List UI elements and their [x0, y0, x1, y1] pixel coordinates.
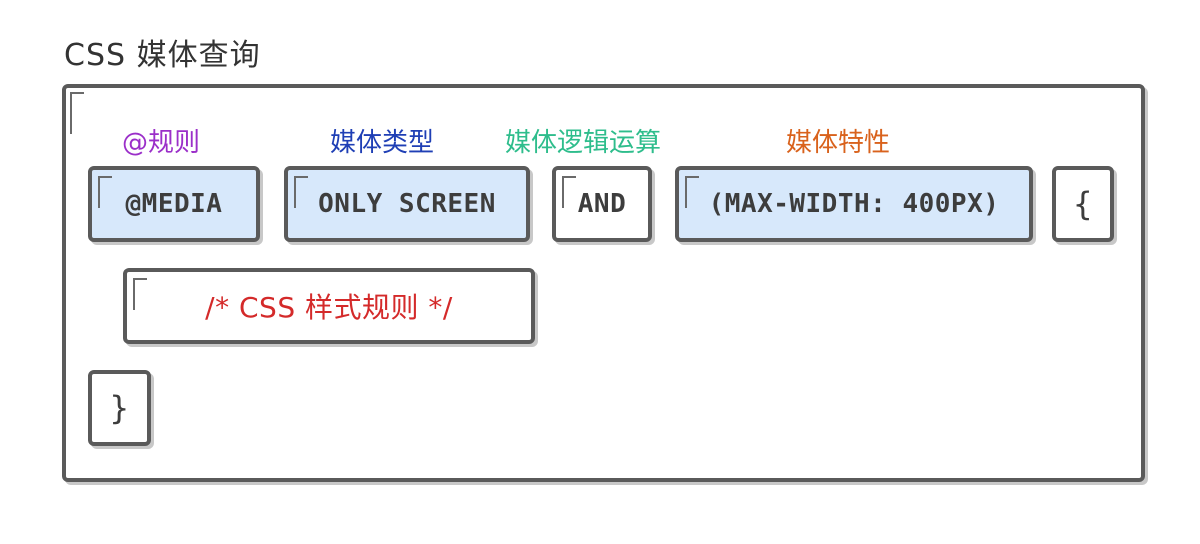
token-only-screen: ONLY SCREEN — [284, 166, 530, 242]
frame-corner-mark — [70, 92, 84, 134]
token-media: @MEDIA — [88, 166, 260, 242]
token-max-width-text: (MAX-WIDTH: 400PX) — [708, 189, 1000, 219]
token-close-brace: } — [88, 370, 151, 446]
token-corner-mark — [294, 176, 308, 208]
token-only-screen-text: ONLY SCREEN — [318, 189, 496, 219]
token-comment-text: /* CSS 样式规则 */ — [205, 291, 453, 324]
token-close-brace-text: } — [109, 389, 130, 427]
token-comment: /* CSS 样式规则 */ — [123, 268, 535, 344]
token-corner-mark — [562, 176, 576, 208]
label-logic-operator: 媒体逻辑运算 — [505, 128, 662, 158]
token-and: AND — [552, 166, 652, 242]
diagram-title: CSS 媒体查询 — [64, 38, 261, 73]
token-corner-mark — [98, 176, 112, 208]
token-and-text: AND — [577, 189, 627, 219]
label-media-type: 媒体类型 — [330, 128, 435, 158]
token-corner-mark — [685, 176, 699, 208]
token-corner-mark — [133, 278, 147, 310]
token-open-brace-text: { — [1073, 185, 1093, 223]
label-media-feature: 媒体特性 — [786, 128, 891, 158]
token-media-text: @MEDIA — [125, 189, 223, 219]
token-max-width: (MAX-WIDTH: 400PX) — [675, 166, 1033, 242]
token-open-brace: { — [1052, 166, 1114, 242]
label-at-rule: @规则 — [122, 128, 201, 158]
